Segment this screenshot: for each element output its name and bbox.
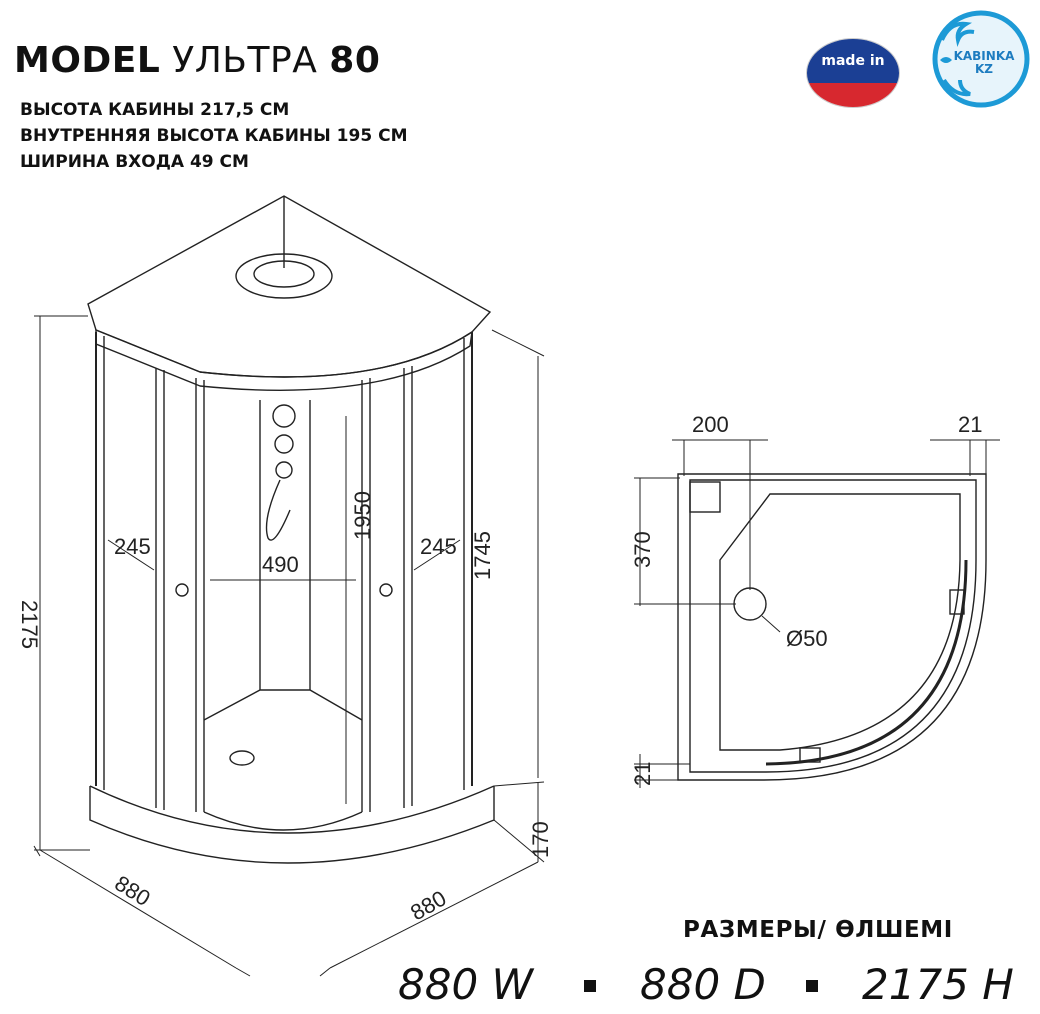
dim-wall-gap-right: 21 <box>958 412 982 437</box>
back-panel <box>259 400 311 690</box>
shower-head-icon <box>272 404 296 428</box>
mixer-mount-icon <box>689 481 721 513</box>
dim-lines-3d <box>33 315 545 977</box>
right-door-edge <box>403 366 413 808</box>
logo-text: KABINKA KZ <box>946 50 1022 76</box>
logo-suffix: KZ <box>975 62 993 76</box>
drain-hole-icon <box>733 587 767 621</box>
left-door-frame <box>195 378 205 812</box>
right-handle-icon <box>379 583 393 597</box>
left-door-edge <box>155 368 165 810</box>
model-name: УЛЬТРА <box>172 40 318 81</box>
flag-red-stripe <box>807 83 899 107</box>
door-roller-icon <box>799 747 821 763</box>
separator-icon <box>584 980 596 992</box>
roof-edge <box>95 328 473 391</box>
shower-hose <box>265 479 291 541</box>
handle-icon <box>949 589 965 615</box>
dim-lines-plan <box>634 439 1000 788</box>
tray-basin <box>719 493 961 751</box>
overall-width: 880 W <box>398 960 534 1009</box>
tray-inner <box>203 811 363 831</box>
tray-rim <box>689 479 977 773</box>
left-handle-icon <box>175 583 189 597</box>
right-door-frame <box>361 378 371 812</box>
logo-name: KABINKA <box>953 49 1015 63</box>
dim-upper-height: 1745 <box>470 531 495 580</box>
overall-height: 2175 H <box>862 960 1014 1009</box>
dim-drain-diameter: Ø50 <box>786 626 828 651</box>
model-word: MODEL <box>14 40 161 81</box>
sizes-label: РАЗМЕРЫ/ ӨЛШЕМІ <box>683 917 953 943</box>
dim-width-left: 880 <box>110 870 154 911</box>
spec-inner-height: ВНУТРЕННЯЯ ВЫСОТА КАБИНЫ 195 СМ <box>20 126 408 146</box>
drain-icon <box>229 750 255 766</box>
spec-entrance-width: ШИРИНА ВХОДА 49 СМ <box>20 152 249 172</box>
dim-tray-height: 170 <box>528 821 553 858</box>
tray-top <box>89 785 495 834</box>
dim-entrance-width: 490 <box>262 552 299 577</box>
made-in-label: made in <box>807 39 899 83</box>
kabinka-logo-icon <box>932 10 1030 108</box>
model-number: 80 <box>329 40 381 81</box>
overall-depth: 880 D <box>640 960 766 1009</box>
dim-width-right: 880 <box>406 885 450 925</box>
dim-side-right: 245 <box>420 534 457 559</box>
tray-front <box>89 786 495 864</box>
tray-outline <box>677 473 987 781</box>
diverter-icon <box>275 461 293 479</box>
model-title: MODEL УЛЬТРА 80 <box>14 40 380 81</box>
cabin-3d-drawing: 2175 1745 170 1950 490 245 245 880 880 <box>17 195 553 977</box>
dim-drain-offset-x: 200 <box>692 412 729 437</box>
dim-wall-gap-bottom: 21 <box>630 762 655 786</box>
dim-inner-height: 1950 <box>350 491 375 540</box>
dim-drain-offset-y: 370 <box>630 531 655 568</box>
dim-side-left: 245 <box>114 534 151 559</box>
made-in-badge: made in <box>806 38 900 108</box>
spec-height: ВЫСОТА КАБИНЫ 217,5 СМ <box>20 100 290 120</box>
separator-icon <box>806 980 818 992</box>
curved-door <box>765 559 968 766</box>
cabin-plan-drawing: 200 21 370 Ø50 21 <box>630 412 1000 788</box>
mixer-icon <box>274 434 294 454</box>
dim-total-height: 2175 <box>17 600 42 649</box>
back-base <box>203 689 363 721</box>
